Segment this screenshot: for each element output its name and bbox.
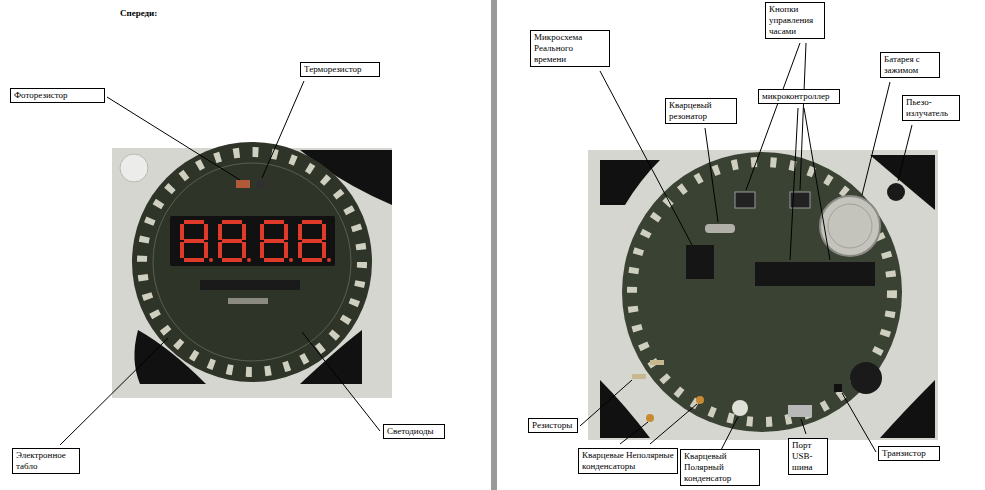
callout-box: Кварцевый Полярный конденсатор xyxy=(680,449,760,486)
pcb xyxy=(132,142,372,382)
resistor xyxy=(632,374,646,379)
leader-line xyxy=(842,393,876,452)
callout-text: Батарея с зажимом xyxy=(884,54,936,76)
callout-box: Кварцевые Неполярные конденсаторы xyxy=(578,448,678,474)
foot xyxy=(600,380,650,438)
crystal xyxy=(705,224,735,233)
foot xyxy=(120,154,148,182)
photoresistor-symbol xyxy=(236,180,250,188)
thermistor-symbol xyxy=(256,180,266,188)
component xyxy=(850,362,882,394)
leader-line xyxy=(746,43,800,190)
callout-text: Фоторезистор xyxy=(14,90,101,101)
capacitor xyxy=(732,400,748,416)
leader-line xyxy=(580,380,632,426)
callout-text: Электронное табло xyxy=(16,450,76,472)
front-photo xyxy=(112,142,392,398)
callout-box: Кварцевый резонатор xyxy=(665,98,737,124)
leader-line xyxy=(705,128,718,222)
leader-line xyxy=(720,417,738,452)
capacitor xyxy=(646,414,654,422)
callout-box: Светодиоды xyxy=(383,424,445,439)
callout-text: Пьезо-излучатель xyxy=(906,97,956,119)
battery-rim xyxy=(828,204,872,248)
rtc-chip xyxy=(686,245,714,279)
callout-box: Резисторы xyxy=(528,418,578,433)
leader-line xyxy=(862,82,890,195)
photo-ground xyxy=(588,150,938,440)
heading-label: Спереди: xyxy=(120,8,157,19)
leader-line xyxy=(262,81,304,178)
leader-line xyxy=(650,404,697,444)
callout-text: микроконтроллер xyxy=(762,91,836,102)
back-photo xyxy=(588,150,938,440)
callout-text: Резисторы xyxy=(532,420,574,431)
piezo xyxy=(887,183,905,201)
usb-port xyxy=(788,405,812,417)
leader-line xyxy=(302,332,380,431)
callout-text: Кварцевый резонатор xyxy=(669,100,733,122)
transistor xyxy=(834,384,842,392)
callout-text: Терморезистор xyxy=(304,64,376,75)
callout-box: Терморезистор xyxy=(300,62,380,77)
callout-text: Микросхема Реального времени xyxy=(534,32,606,65)
callout-box: Фоторезистор xyxy=(10,88,105,103)
pcb-ring xyxy=(153,163,351,361)
leader-line xyxy=(620,422,648,444)
resistor xyxy=(650,360,664,365)
callout-text: Порт USB-шина xyxy=(792,440,824,473)
mcu-chip xyxy=(755,262,875,286)
callout-box: Батарея с зажимом xyxy=(880,52,940,78)
button xyxy=(735,192,755,208)
leader-line xyxy=(790,108,798,260)
led-ring xyxy=(142,152,362,372)
leader-lines xyxy=(60,43,912,452)
callout-text: Кнопки управления часами xyxy=(769,4,821,37)
callout-box: Транзистор xyxy=(878,446,940,461)
pcb xyxy=(622,152,902,432)
component xyxy=(228,298,268,304)
foot xyxy=(880,380,935,438)
divider-bar xyxy=(491,0,497,490)
callout-box: Порт USB-шина xyxy=(788,438,828,475)
leader-line xyxy=(898,125,912,181)
callout-box: Микросхема Реального времени xyxy=(530,30,610,67)
capacitor xyxy=(696,396,704,404)
callout-text: Светодиоды xyxy=(387,426,441,437)
leader-line xyxy=(107,97,240,180)
component xyxy=(200,280,300,290)
callout-text: Кварцевые Неполярные конденсаторы xyxy=(582,450,674,472)
display xyxy=(170,216,335,266)
callout-box: Электронное табло xyxy=(12,448,80,474)
callout-box: микроконтроллер xyxy=(758,89,840,104)
callout-box: Пьезо-излучатель xyxy=(902,95,960,121)
display-digits xyxy=(180,220,331,262)
leader-line xyxy=(804,108,830,260)
leader-line xyxy=(60,338,168,445)
battery xyxy=(820,196,880,256)
callout-box: Кнопки управления часами xyxy=(765,2,825,39)
callout-text: Кварцевый Полярный конденсатор xyxy=(684,451,756,484)
leader-line xyxy=(801,419,806,434)
led-ring xyxy=(632,162,892,422)
callout-text: Транзистор xyxy=(882,448,936,459)
